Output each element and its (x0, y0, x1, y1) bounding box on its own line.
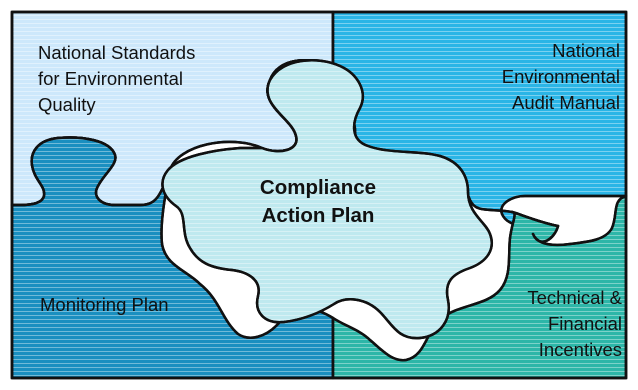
label-monitoring-plan: Monitoring Plan (40, 294, 169, 315)
p-c-stripes (162, 60, 492, 339)
piece-bottom-right (331, 194, 628, 380)
p-br-stripes (333, 196, 626, 378)
p-bl-stripes (12, 137, 333, 378)
p-br-outline (331, 194, 628, 380)
puzzle-frame (10, 10, 628, 380)
p-bl-outline (10, 136, 335, 380)
label-technical-financial-incentives: Technical & Financial Incentives (527, 287, 622, 360)
p-tr-stripes (267, 12, 626, 242)
piece-center (161, 59, 493, 340)
label-national-standards: National Standards for Environmental Qua… (38, 42, 196, 115)
piece-bottom-left (10, 136, 335, 380)
p-tl-stripes (12, 12, 333, 205)
p-c-outline (161, 59, 493, 340)
label-audit-manual: National Environmental Audit Manual (501, 40, 620, 113)
label-compliance-action-plan: Compliance Action Plan (259, 176, 377, 227)
